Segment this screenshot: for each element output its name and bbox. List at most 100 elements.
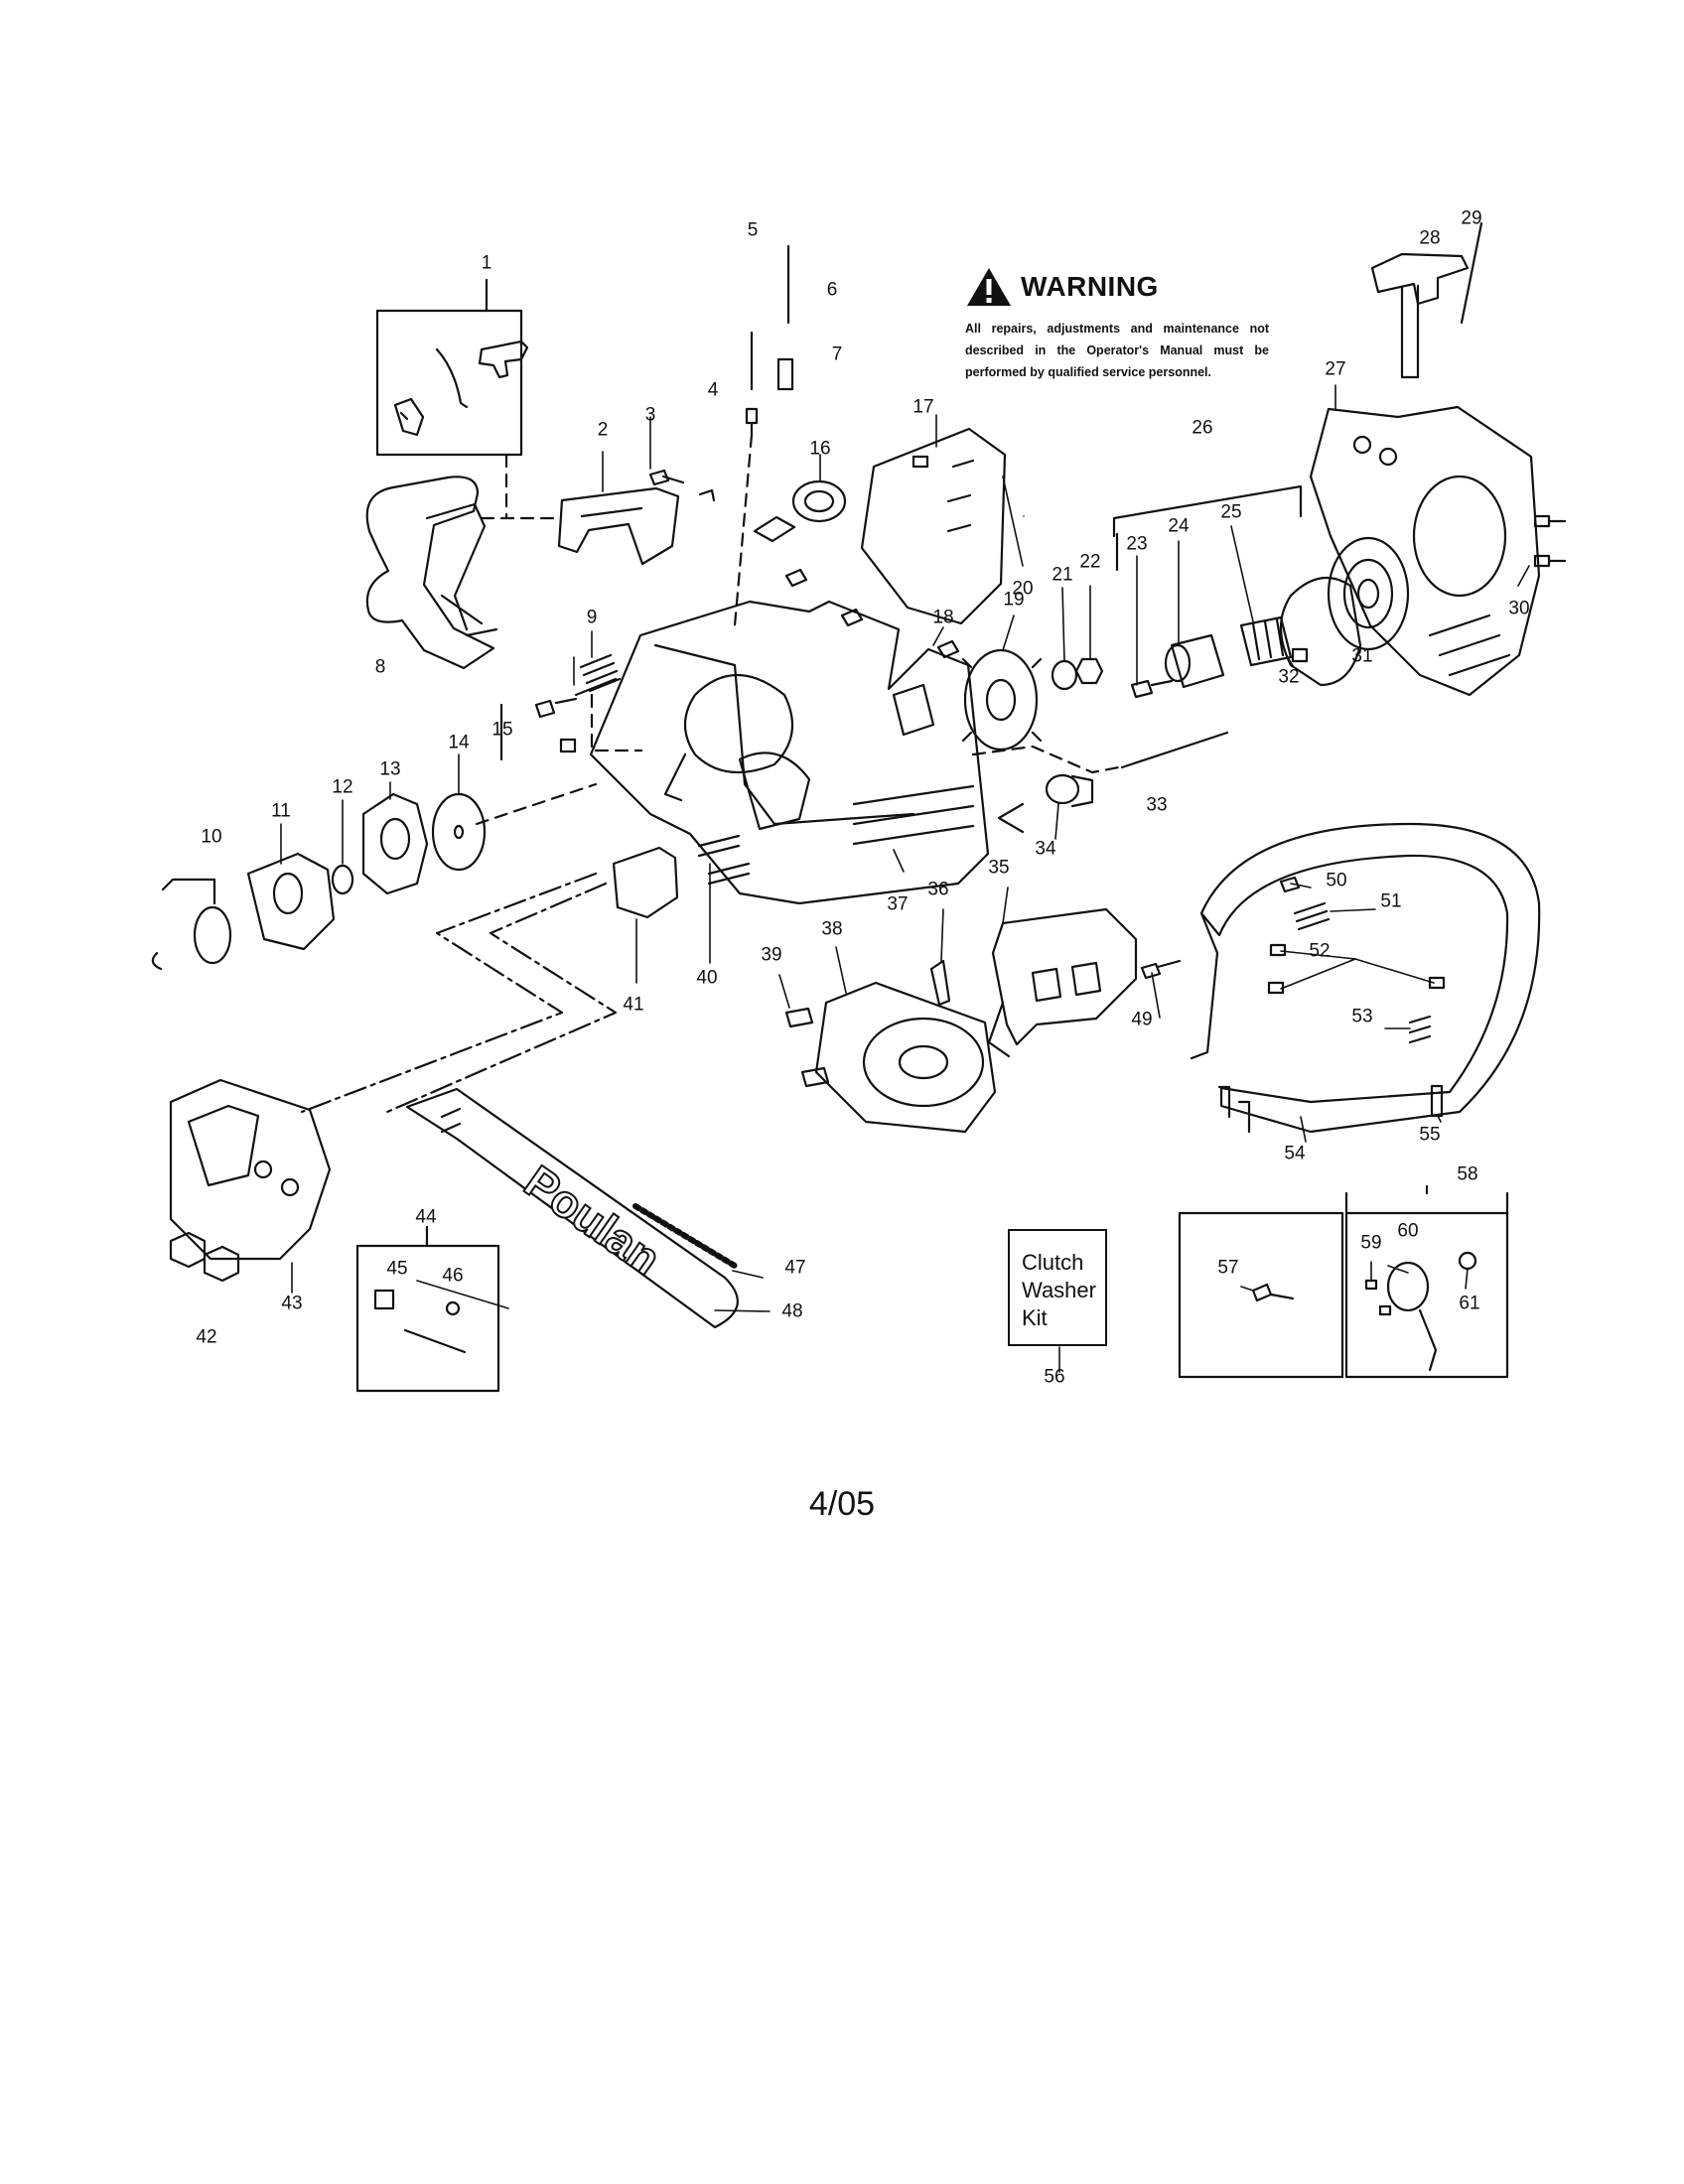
part-57-screw: [1251, 1283, 1295, 1302]
callout-13: 13: [379, 758, 401, 780]
callout-39: 39: [761, 944, 782, 966]
part-60-oil-pump: [1386, 1261, 1438, 1372]
part-40-studs: [697, 834, 751, 886]
part-17-screw: [912, 455, 929, 469]
callout-60: 60: [1397, 1220, 1419, 1242]
callout-26: 26: [1192, 417, 1213, 439]
clutch-kit-line-2: Washer: [1022, 1278, 1096, 1302]
part-50-screw: [1279, 876, 1301, 893]
part-61-plug: [1458, 1251, 1477, 1271]
part-42-nut: [169, 1231, 240, 1283]
part-30-screw: [1533, 514, 1567, 568]
part-2-cover: [557, 486, 680, 566]
part-34-carburetor-part: [1045, 773, 1094, 808]
part-43-side-cover: [169, 1078, 332, 1261]
callout-18: 18: [932, 607, 954, 628]
part-15-screw: [534, 697, 578, 753]
callout-36: 36: [927, 879, 949, 900]
callout-52: 52: [1309, 940, 1331, 962]
callout-21: 21: [1052, 564, 1073, 586]
part-59-screw: [1364, 1279, 1392, 1316]
part-28-starter-handle: [1370, 221, 1483, 379]
callout-34: 34: [1035, 838, 1056, 860]
callout-57: 57: [1217, 1257, 1239, 1279]
part-47-chain: [632, 1203, 738, 1269]
clutch-kit-line-3: Kit: [1022, 1305, 1048, 1330]
part-48-guide-bar: [405, 1087, 739, 1329]
warning-title: WARNING: [1021, 271, 1159, 302]
part-9-spring: [574, 653, 622, 697]
part-32-screw: [1291, 647, 1309, 663]
part-44-kit-box: [355, 1225, 500, 1393]
part-13-clutch: [361, 792, 429, 895]
callout-45: 45: [386, 1258, 408, 1280]
callout-5: 5: [747, 219, 759, 241]
part-12-washer: [331, 864, 354, 895]
callout-4: 4: [707, 379, 719, 401]
callout-48: 48: [781, 1300, 803, 1322]
part-38-clutch-cover: [814, 981, 997, 1134]
bar-brand-logo: Poulan: [515, 1156, 669, 1286]
callout-43: 43: [281, 1293, 303, 1314]
callout-46: 46: [442, 1265, 464, 1287]
part-20-heat-shield: [860, 427, 1007, 625]
clutch-kit-line-1: Clutch: [1022, 1250, 1084, 1275]
callout-27: 27: [1325, 358, 1346, 380]
warning-heading: WARNING: [965, 266, 1269, 308]
callout-14: 14: [448, 732, 470, 753]
part-27-starter-housing: [1309, 405, 1541, 697]
part-16-cap: [753, 479, 847, 543]
part-51-spring: [1293, 901, 1331, 931]
callout-6: 6: [826, 279, 838, 301]
callout-51: 51: [1380, 890, 1402, 912]
callout-55: 55: [1419, 1124, 1441, 1146]
callout-8: 8: [374, 656, 386, 678]
part-8-rear-handle: [365, 476, 498, 670]
callout-16: 16: [809, 438, 831, 460]
callout-38: 38: [821, 918, 843, 940]
part-10-washer: [193, 905, 232, 965]
callout-28: 28: [1419, 227, 1441, 249]
part-3-screw: [648, 469, 685, 486]
part-58-kit-box-right: [1344, 1211, 1509, 1379]
part-37-engine-housing: [589, 600, 990, 905]
revision-date: 4/05: [808, 1485, 876, 1523]
callout-19: 19: [1003, 589, 1025, 611]
part-33-rod: [1120, 731, 1229, 769]
part-31-rewind-spring: [1327, 536, 1410, 651]
part-1-kit-box: [375, 278, 529, 457]
callout-2: 2: [597, 419, 609, 441]
callout-23: 23: [1126, 533, 1148, 555]
leader-lines: [280, 384, 1530, 1373]
callout-17: 17: [912, 396, 934, 418]
part-55-screw: [1430, 1084, 1444, 1118]
callout-56: 56: [1044, 1366, 1065, 1388]
callout-47: 47: [784, 1257, 806, 1279]
callout-15: 15: [491, 719, 513, 741]
part-19-flywheel: [961, 648, 1043, 751]
callout-11: 11: [271, 800, 291, 822]
callout-44: 44: [415, 1206, 437, 1228]
callout-30: 30: [1508, 598, 1530, 619]
part-53-spring: [1408, 1015, 1432, 1044]
callout-32: 32: [1278, 666, 1300, 688]
part-23-screw: [1130, 679, 1174, 699]
callout-37: 37: [887, 893, 909, 915]
callout-41: 41: [623, 994, 644, 1016]
callout-1: 1: [481, 252, 492, 274]
part-36-spring: [929, 959, 951, 1007]
part-22-nut: [1074, 657, 1104, 685]
part-4-fitting: [745, 407, 759, 437]
callout-33: 33: [1146, 794, 1168, 816]
part-25-spring: [1239, 615, 1293, 667]
callout-49: 49: [1131, 1009, 1153, 1030]
callout-10: 10: [201, 826, 222, 848]
callout-22: 22: [1079, 551, 1101, 573]
part-7-filter: [776, 357, 794, 391]
part-58-kit-box-left: [1178, 1211, 1344, 1379]
part-35-hand-guard: [987, 907, 1138, 1058]
clutch-washer-kit-box: Clutch Washer Kit: [1008, 1229, 1107, 1346]
part-54-front-handle: [1190, 822, 1541, 1134]
part-18-clip: [784, 568, 960, 659]
callout-29: 29: [1461, 207, 1482, 229]
